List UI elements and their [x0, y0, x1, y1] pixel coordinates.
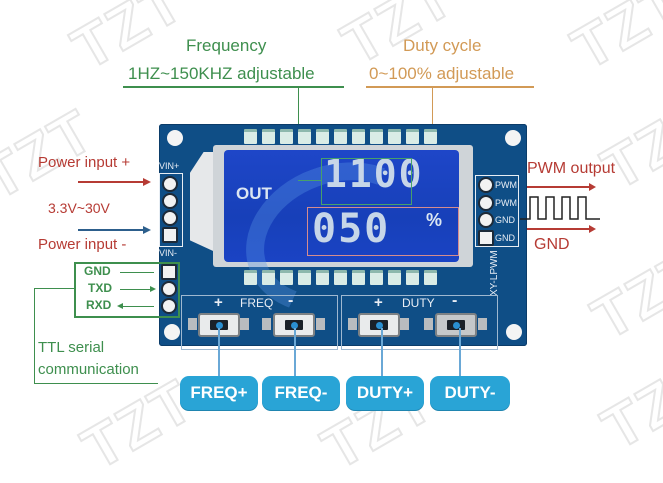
arrow-head-icon	[589, 183, 596, 191]
serial-label-line2: communication	[38, 361, 139, 378]
serial-gnd-label: GND	[84, 264, 111, 278]
mount-hole	[505, 130, 521, 146]
duty-section-label: DUTY	[402, 296, 435, 310]
power-header-outline	[159, 173, 183, 247]
silk-pwm: PWM	[495, 198, 517, 208]
watermark: TZT	[560, 0, 663, 84]
power-pin	[162, 227, 178, 243]
output-pin-pwm	[478, 177, 494, 193]
freq-minus-sign: -	[288, 292, 294, 309]
lcd-display: OUT 1100 050 %	[224, 137, 459, 339]
watermark: TZT	[580, 235, 663, 353]
arrow-head-icon	[143, 178, 151, 186]
frequency-title: Frequency	[186, 36, 267, 55]
arrow-head-icon	[143, 226, 151, 234]
silk-vin-minus: VIN-	[159, 248, 177, 258]
power-voltage: 3.3V~30V	[48, 200, 110, 216]
duty-minus-button[interactable]: DUTY-	[430, 376, 510, 410]
pwm-output-label: PWM output	[527, 160, 616, 177]
serial-box	[74, 262, 180, 318]
freq-section-label: FREQ	[240, 296, 274, 310]
serial-pin-gnd	[161, 264, 177, 280]
freq-plus-switch[interactable]	[198, 313, 240, 337]
serial-pin-rxd	[161, 298, 177, 314]
tx-arrow-icon	[150, 286, 156, 292]
lcd-out-label: OUT	[236, 184, 272, 203]
power-pin	[162, 193, 178, 209]
square-wave-icon	[520, 196, 600, 220]
duty-highlight-box	[307, 207, 459, 256]
freq-minus-button[interactable]: FREQ-	[262, 376, 340, 410]
duty-minus-switch[interactable]	[435, 313, 477, 337]
serial-pin-txd	[161, 281, 177, 297]
freq-plus-button[interactable]: FREQ+	[180, 376, 258, 410]
output-header-outline	[475, 175, 519, 247]
frequency-range: 1HZ~150KHZ adjustable	[128, 64, 315, 83]
lcd-percent-sign: %	[426, 210, 443, 230]
silk-vin-plus: VIN+	[159, 161, 180, 171]
rx-arrow-icon	[117, 303, 123, 309]
mount-hole	[167, 130, 183, 146]
duty-underline	[366, 86, 534, 88]
output-pin-pwm	[478, 195, 494, 211]
gnd-output-label: GND	[534, 236, 570, 253]
power-minus-label: Power input -	[38, 236, 127, 253]
frequency-leader	[298, 86, 299, 151]
frequency-highlight-box	[321, 158, 412, 205]
silk-gnd: GND	[495, 215, 515, 225]
mount-hole	[506, 324, 522, 340]
silk-gnd: GND	[495, 233, 515, 243]
silk-pwm: PWM	[495, 180, 517, 190]
gnd-arrow	[527, 228, 591, 230]
serial-label-line1: TTL serial	[38, 339, 105, 356]
output-pin-gnd	[478, 212, 494, 228]
power-pin	[162, 210, 178, 226]
power-plus-arrow	[78, 181, 146, 183]
frequency-underline	[123, 86, 344, 88]
power-minus-arrow	[78, 229, 146, 231]
duty-minus-sign: -	[452, 292, 458, 309]
mount-hole	[164, 324, 180, 340]
pwm-arrow	[527, 186, 591, 188]
power-plus-label: Power input +	[38, 154, 131, 171]
lcd-duty-value: 050	[312, 206, 391, 252]
arrow-head-icon	[589, 225, 596, 233]
duty-plus-sign: +	[374, 294, 383, 311]
duty-range: 0~100% adjustable	[369, 64, 515, 83]
silk-model: XY-LPWM	[489, 250, 500, 296]
watermark: TZT	[590, 85, 663, 203]
duty-button-section	[341, 295, 498, 350]
output-pin-gnd	[478, 230, 494, 246]
duty-plus-button[interactable]: DUTY+	[346, 376, 424, 410]
freq-button-section	[181, 295, 338, 350]
duty-title: Duty cycle	[403, 36, 482, 55]
power-pin	[162, 176, 178, 192]
serial-rxd-label: RXD	[86, 298, 112, 312]
watermark: TZT	[590, 345, 663, 463]
lcd-frequency-value: 1100	[324, 152, 424, 196]
serial-txd-label: TXD	[88, 281, 112, 295]
freq-plus-sign: +	[214, 294, 223, 311]
duty-plus-switch[interactable]	[358, 313, 400, 337]
